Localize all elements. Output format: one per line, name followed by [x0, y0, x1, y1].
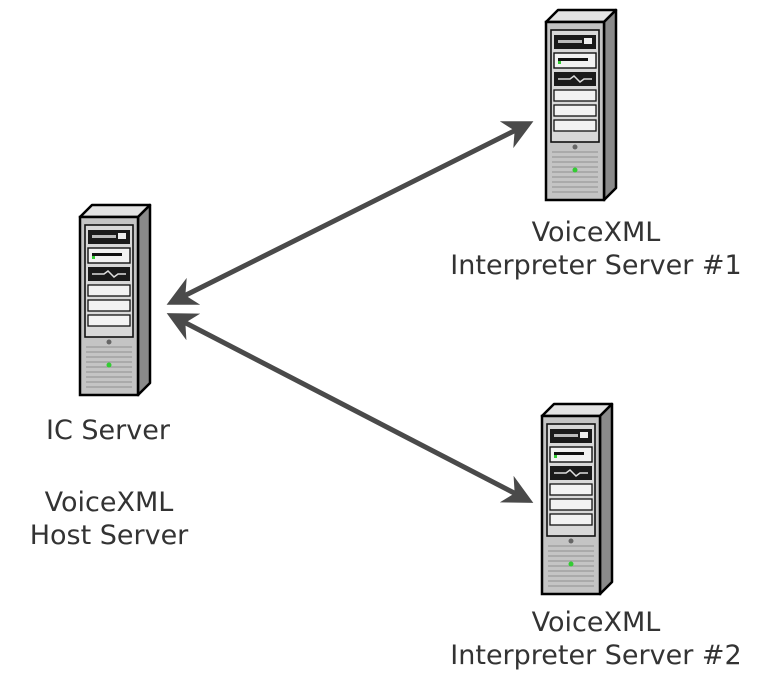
ic-server-label-line-1: IC Server — [46, 415, 170, 446]
arrow-ic-to-interpreter-2 — [166, 313, 534, 503]
interpreter-server-2-icon — [540, 402, 614, 596]
ic-server-label: IC Server — [28, 414, 188, 447]
host-server-label: VoiceXML Host Server — [4, 486, 214, 552]
interpreter-server-2-label-line-1: VoiceXML — [531, 607, 661, 638]
interpreter-server-2-label: VoiceXML Interpreter Server #2 — [410, 606, 782, 672]
arrow-ic-to-interpreter-1 — [166, 121, 534, 305]
interpreter-server-1-label-line-1: VoiceXML — [531, 217, 661, 248]
ic-server-icon — [78, 203, 152, 397]
interpreter-server-1-label-line-2: Interpreter Server #1 — [450, 250, 742, 281]
interpreter-server-1-icon — [544, 8, 618, 202]
interpreter-server-2-label-line-2: Interpreter Server #2 — [450, 640, 742, 671]
host-server-label-line-1: VoiceXML — [44, 487, 174, 518]
host-server-label-line-2: Host Server — [29, 520, 189, 551]
interpreter-server-1-label: VoiceXML Interpreter Server #1 — [410, 216, 782, 282]
